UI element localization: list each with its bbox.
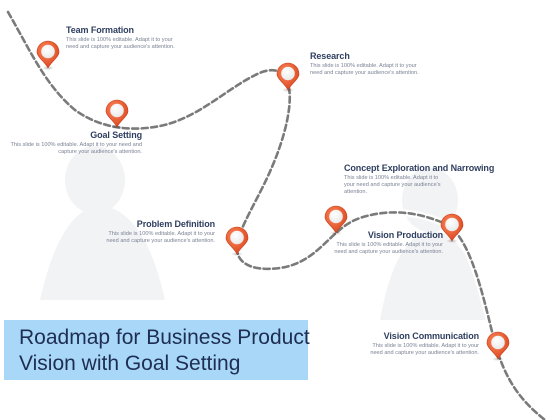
milestone-description: This slide is 100% editable. Adapt it to…	[334, 242, 443, 256]
milestone-concept-exploration: Concept Exploration and Narrowing This s…	[344, 163, 509, 197]
milestone-vision-communication: Vision Communication This slide is 100% …	[368, 331, 479, 357]
map-pin-icon-research	[276, 62, 300, 92]
map-pin-icon-vision-communication	[486, 331, 510, 361]
map-pin-icon-goal-setting	[105, 99, 129, 129]
milestone-vision-production: Vision Production This slide is 100% edi…	[333, 230, 443, 256]
title-line-1: Roadmap for Business Product	[19, 326, 310, 349]
milestone-team-formation: Team Formation This slide is 100% editab…	[66, 25, 176, 51]
map-pin-icon-team-formation	[36, 40, 60, 70]
milestone-title: Team Formation	[66, 25, 134, 35]
milestone-research: Research This slide is 100% editable. Ad…	[310, 51, 422, 77]
title-banner: Roadmap for Business Product Vision with…	[4, 320, 310, 380]
milestone-title: Research	[310, 51, 350, 61]
milestone-title: Goal Setting	[90, 130, 142, 140]
milestone-goal-setting: Goal Setting This slide is 100% editable…	[10, 130, 142, 156]
milestone-description: This slide is 100% editable. Adapt it to…	[10, 142, 142, 156]
milestone-title: Problem Definition	[136, 219, 215, 229]
milestone-title: Concept Exploration and Narrowing	[344, 163, 495, 173]
milestone-description: This slide is 100% editable. Adapt it to…	[344, 175, 441, 196]
milestone-title: Vision Communication	[383, 331, 479, 341]
milestone-title: Vision Production	[367, 230, 443, 240]
milestone-description: This slide is 100% editable. Adapt it to…	[66, 37, 175, 51]
milestone-description: This slide is 100% editable. Adapt it to…	[370, 343, 479, 357]
map-pin-icon-concept-exploration	[324, 205, 348, 235]
milestone-description: This slide is 100% editable. Adapt it to…	[310, 63, 419, 77]
map-pin-icon-vision-production	[440, 213, 464, 243]
title-line-2: Vision with Goal Setting	[19, 352, 241, 375]
milestone-description: This slide is 100% editable. Adapt it to…	[106, 231, 215, 245]
map-pin-icon-problem-definition	[225, 226, 249, 256]
milestone-problem-definition: Problem Definition This slide is 100% ed…	[102, 219, 215, 245]
